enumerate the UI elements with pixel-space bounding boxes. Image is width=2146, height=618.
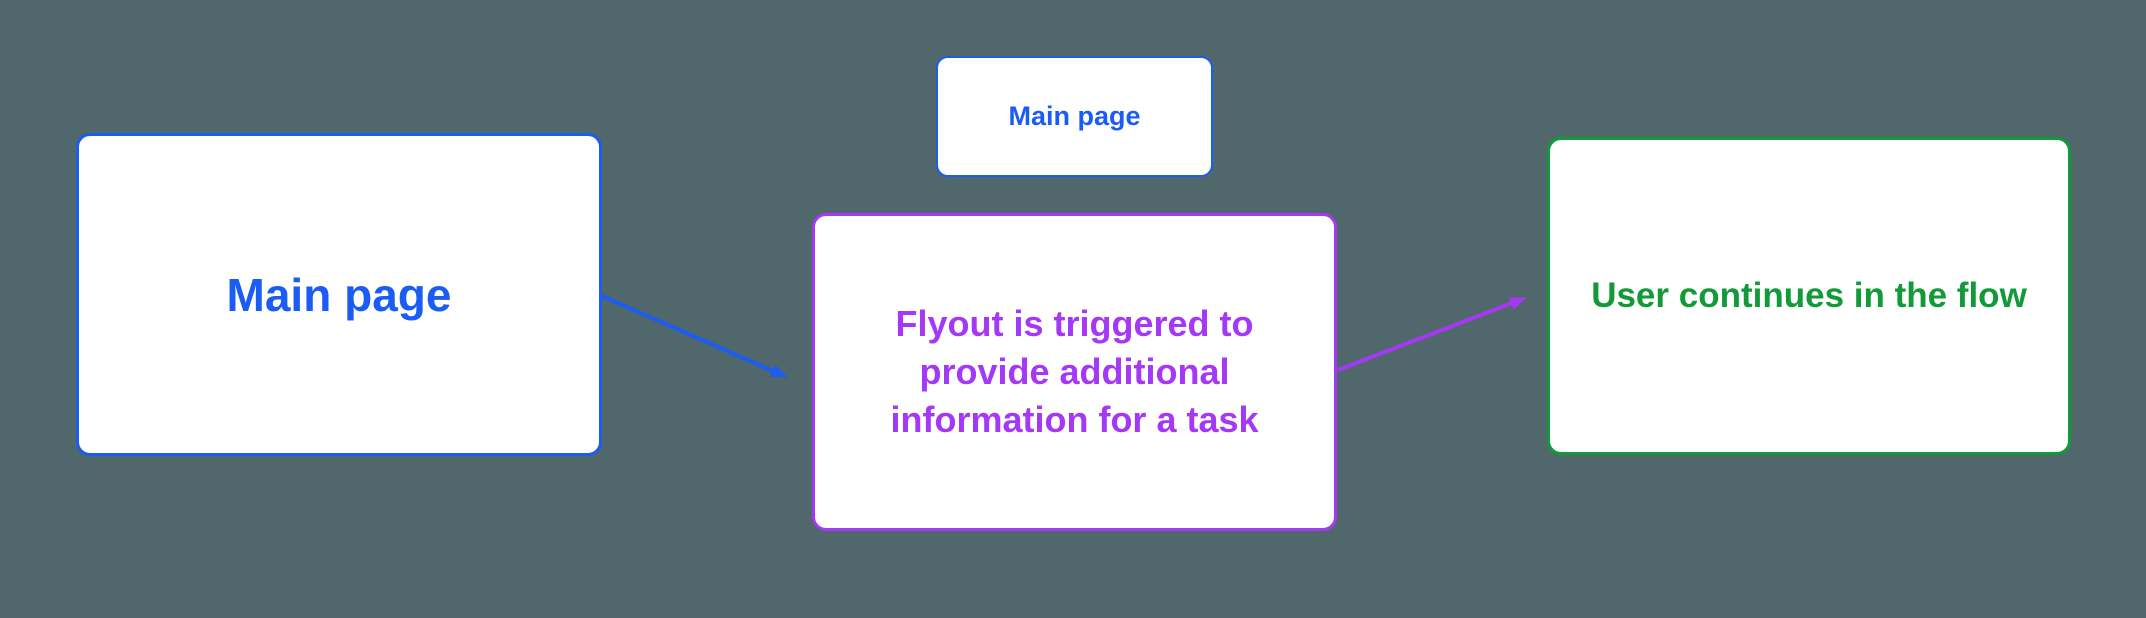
edge-flyout-to-userflow-arrowhead-icon <box>1508 297 1527 310</box>
node-user-continues-label: User continues in the flow <box>1591 276 2027 315</box>
node-flyout-triggered: Flyout is triggered to provide additiona… <box>812 213 1337 531</box>
edge-main-to-flyout-line <box>601 294 776 374</box>
node-main-page-small-label: Main page <box>1008 101 1141 131</box>
edge-flyout-to-userflow-line <box>1337 301 1513 372</box>
node-flyout-triggered-label: Flyout is triggered to provide additiona… <box>890 303 1259 440</box>
node-main-page-small: Main page <box>936 56 1213 177</box>
node-user-continues: User continues in the flow <box>1547 137 2071 455</box>
node-main-page: Main page <box>76 133 602 456</box>
edge-main-to-flyout-arrowhead-icon <box>769 364 788 378</box>
node-main-page-label: Main page <box>226 268 452 321</box>
